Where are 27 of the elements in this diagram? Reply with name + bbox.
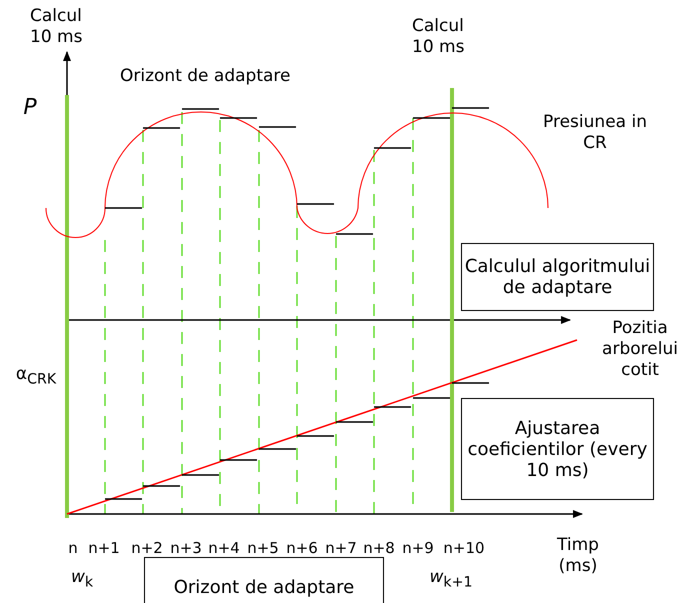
axis-caption: Calcul 10 ms	[412, 16, 466, 58]
tick-label: n+9	[401, 538, 435, 559]
tick-label: n+8	[362, 538, 396, 559]
tick-label: n+3	[169, 538, 203, 559]
curve-label: Presiunea in CR	[542, 112, 648, 154]
box-text: Calculul algoritmului de adaptare	[464, 256, 652, 298]
tick-label: n+5	[246, 538, 280, 559]
tick-label: n+10	[442, 538, 486, 559]
tick-label: n+6	[285, 538, 319, 559]
text-box	[461, 243, 654, 311]
tick-label: n+7	[324, 538, 358, 559]
curve-label: Pozitia arborelui cotit	[601, 318, 679, 381]
tick-label: n	[67, 538, 79, 559]
tick-label: n+4	[207, 538, 241, 559]
tick-label: n+1	[87, 538, 121, 559]
window-label: w$_{k+1}$	[428, 567, 474, 592]
text-box	[461, 398, 654, 500]
axis-caption: Calcul 10 ms	[30, 6, 84, 48]
axis-title: Timp (ms)	[556, 535, 600, 577]
box-text: Orizont de adaptare	[174, 577, 354, 598]
tick-label: n+2	[130, 538, 164, 559]
text-box	[144, 557, 384, 603]
axis-label: P	[22, 97, 38, 118]
horizon-label: Orizont de adaptare	[120, 66, 292, 87]
window-label: w$_{k}$	[70, 567, 94, 592]
box-text: Ajustarea coeficientilor (every 10 ms)	[466, 418, 648, 480]
axis-label: α$_{CRK}$	[14, 364, 58, 390]
